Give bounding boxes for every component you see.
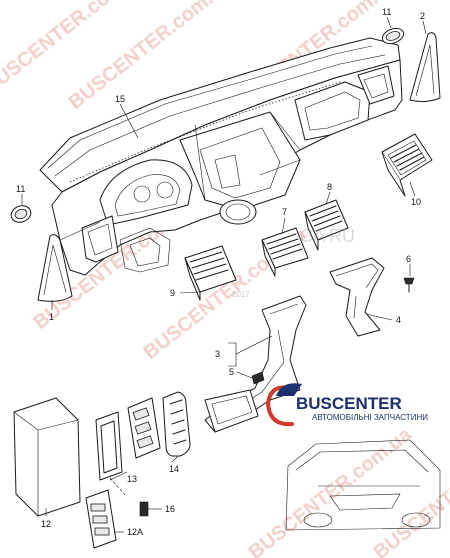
label-2: 2 bbox=[420, 11, 425, 21]
logo-navy-swoosh-icon bbox=[276, 383, 302, 396]
logo-tagline: АВТОМОБІЛЬНІ ЗАПЧАСТИНИ bbox=[312, 413, 428, 422]
round-cover-cap bbox=[10, 205, 32, 223]
grille-cover bbox=[162, 391, 191, 457]
label-1: 1 bbox=[49, 312, 54, 322]
buscenter-logo: BUSCENTER АВТОМОБІЛЬНІ ЗАПЧАСТИНИ bbox=[265, 383, 428, 427]
switch-frame bbox=[95, 411, 123, 481]
label-11-top: 11 bbox=[382, 7, 391, 17]
label-10: 10 bbox=[411, 197, 421, 207]
label-15: 15 bbox=[115, 94, 125, 104]
clip bbox=[251, 371, 265, 385]
label-12a: 12A bbox=[127, 527, 143, 537]
air-duct-right bbox=[329, 257, 385, 337]
label-7: 7 bbox=[282, 207, 287, 217]
round-cover-cap bbox=[381, 27, 405, 45]
screw bbox=[403, 277, 415, 293]
label-16: 16 bbox=[165, 504, 175, 514]
air-vent-right bbox=[381, 133, 433, 197]
vehicle-outline bbox=[285, 439, 441, 531]
dashboard-panel bbox=[39, 37, 403, 276]
logo-brand-name: BUSCENTER bbox=[296, 394, 402, 413]
air-vent-center-left bbox=[261, 227, 309, 277]
label-9: 9 bbox=[170, 288, 175, 298]
air-vent-left bbox=[184, 245, 237, 301]
leader-lines bbox=[21, 16, 427, 533]
clip-16 bbox=[139, 501, 149, 517]
a-pillar-trim-right bbox=[409, 32, 441, 103]
fuse-box-cover bbox=[13, 397, 81, 517]
year-mark: 2017 bbox=[232, 290, 250, 299]
air-vent-center-right bbox=[304, 199, 349, 251]
part-labels: 15 11 2 11 1 10 8 7 9 6 4 3 5 12 13 14 1… bbox=[16, 7, 425, 537]
logo-red-arc-icon bbox=[265, 385, 294, 427]
label-8: 8 bbox=[327, 182, 332, 192]
label-12: 12 bbox=[41, 519, 51, 529]
label-11-left: 11 bbox=[16, 184, 25, 194]
switch-block bbox=[127, 397, 161, 459]
switch-12a bbox=[85, 489, 117, 549]
catalog-mark: CA RU bbox=[300, 226, 355, 246]
label-3: 3 bbox=[215, 349, 220, 359]
air-duct-center bbox=[204, 295, 307, 433]
a-pillar-trim-left bbox=[37, 234, 73, 302]
label-5: 5 bbox=[229, 367, 234, 377]
label-14: 14 bbox=[169, 464, 179, 474]
label-6: 6 bbox=[406, 254, 411, 264]
label-13: 13 bbox=[127, 474, 137, 484]
label-4: 4 bbox=[396, 315, 401, 325]
